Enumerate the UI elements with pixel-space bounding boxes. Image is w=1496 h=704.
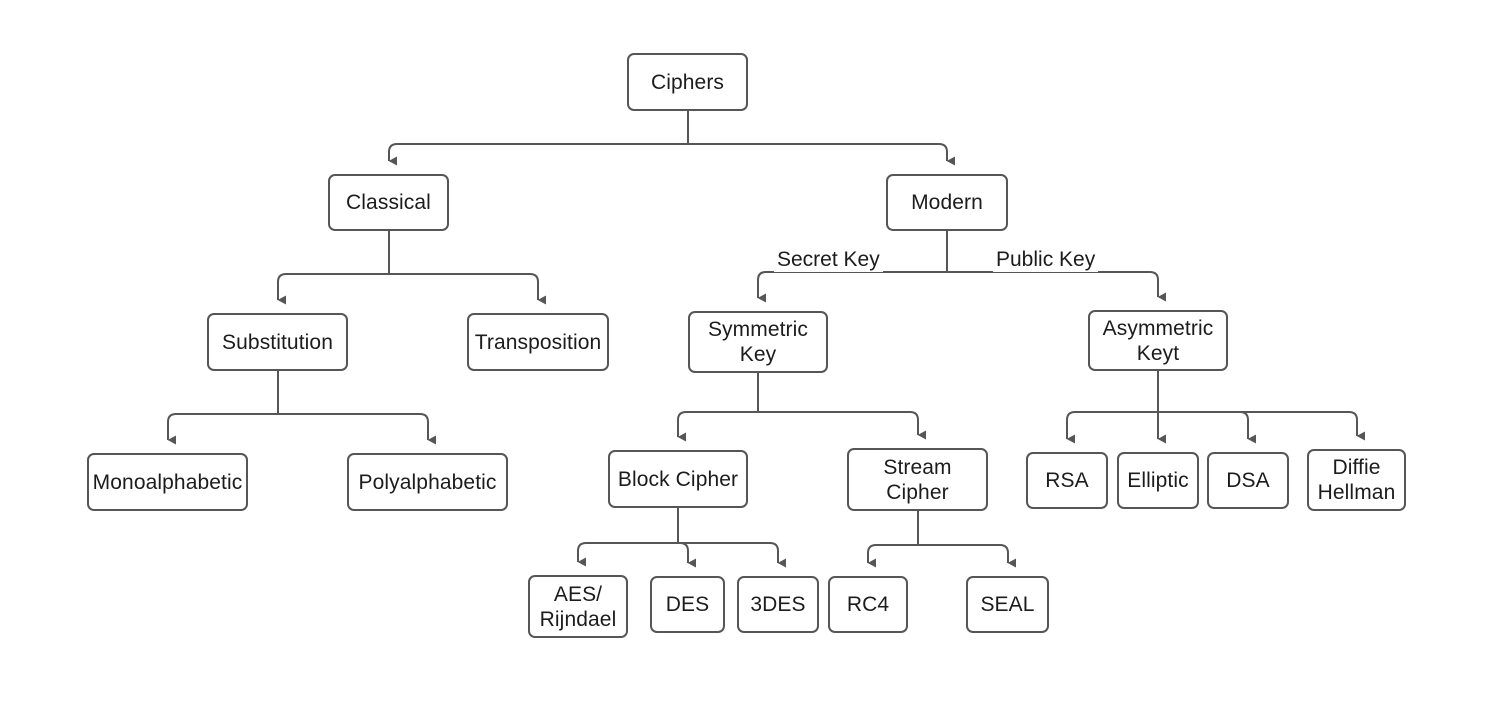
edge-classical-substitution	[277, 273, 390, 305]
edge-block-des	[677, 542, 697, 568]
node-substitution[interactable]: Substitution	[207, 313, 348, 371]
edge-stream-rc4	[867, 544, 919, 568]
edge-symmetric-block	[677, 411, 758, 442]
edge-ciphers-classical	[388, 143, 688, 166]
edge-block-3des	[677, 542, 787, 568]
edge-asymmetric-diffie	[1158, 411, 1366, 441]
node-seal[interactable]: SEAL	[966, 576, 1049, 633]
public-key-label: Public Key	[993, 248, 1099, 272]
node-elliptic[interactable]: Elliptic	[1117, 452, 1199, 509]
edge-stream-seal	[917, 544, 1017, 568]
node-symmetric[interactable]: Symmetric Key	[688, 311, 828, 373]
node-rsa[interactable]: RSA	[1026, 452, 1108, 509]
node-monoalphabetic[interactable]: Monoalphabetic	[87, 453, 248, 511]
node-block-cipher[interactable]: Block Cipher	[608, 450, 748, 508]
node-diffie-hellman[interactable]: Diffie Hellman	[1307, 449, 1406, 511]
edge-symmetric-stream	[758, 411, 927, 440]
edge-modern-symmetric	[757, 271, 947, 303]
edge-paths	[167, 111, 1366, 568]
node-des[interactable]: DES	[650, 576, 725, 633]
node-polyalphabetic[interactable]: Polyalphabetic	[347, 453, 508, 511]
node-stream-cipher[interactable]: Stream Cipher	[847, 448, 988, 511]
node-rc4[interactable]: RC4	[828, 576, 908, 633]
edge-ciphers-modern	[688, 143, 956, 166]
edge-modern-asymmetric	[947, 271, 1167, 302]
edge-block-aes	[577, 542, 679, 567]
edge-asymmetric-rsa	[1066, 411, 1158, 444]
edge-classical-transposition	[388, 273, 547, 305]
node-aes-rijndael[interactable]: AES/ Rijndael	[528, 575, 628, 638]
edge-substitution-polyalphabetic	[277, 412, 437, 445]
secret-key-label: Secret Key	[774, 248, 883, 272]
node-classical[interactable]: Classical	[328, 174, 449, 231]
node-ciphers[interactable]: Ciphers	[627, 53, 748, 111]
node-asymmetric[interactable]: Asymmetric Keyt	[1088, 310, 1228, 371]
node-transposition[interactable]: Transposition	[467, 313, 609, 371]
node-modern[interactable]: Modern	[886, 174, 1008, 231]
edge-asymmetric-dsa	[1158, 411, 1257, 444]
node-dsa[interactable]: DSA	[1207, 452, 1289, 509]
edge-substitution-monoalphabetic	[167, 412, 279, 445]
node-3des[interactable]: 3DES	[737, 576, 819, 633]
